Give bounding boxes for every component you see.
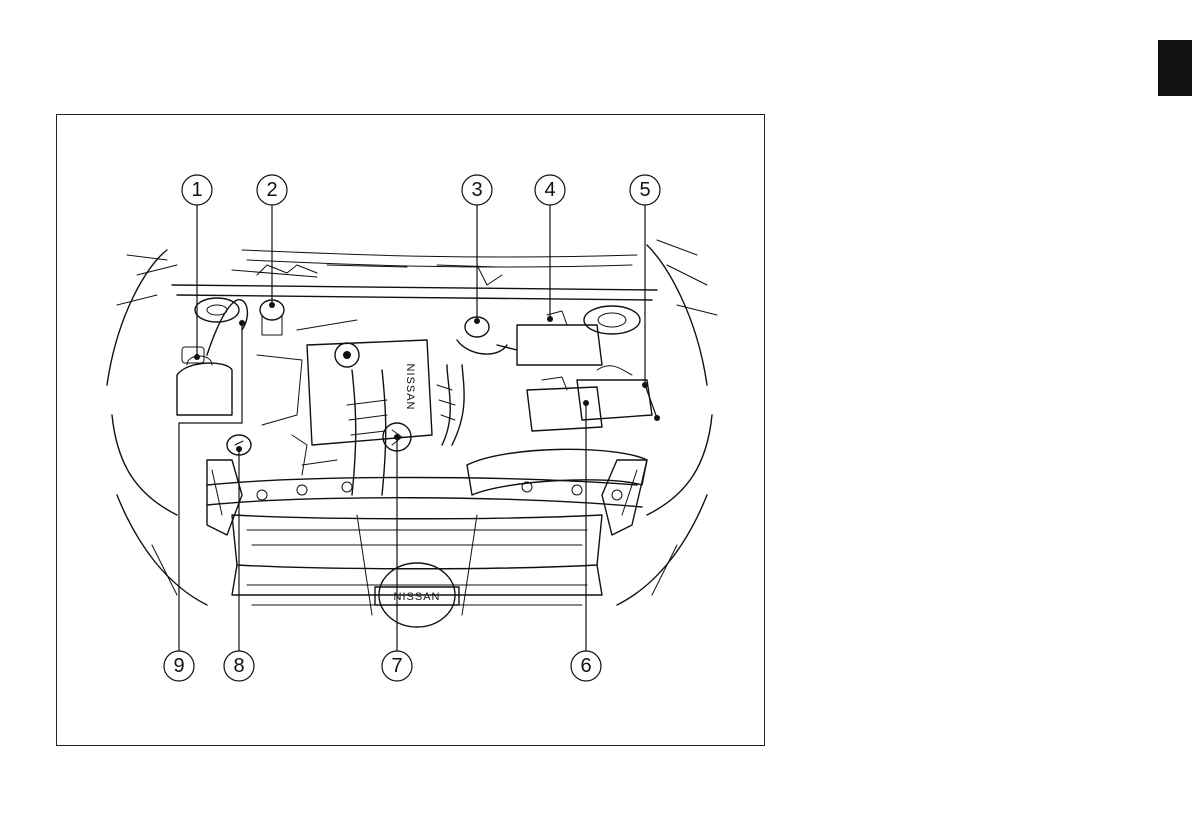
callout-number: 2 (266, 179, 277, 201)
callout-8: 8 (224, 651, 254, 681)
callout-number: 9 (173, 655, 184, 677)
callout-5: 5 (630, 175, 660, 205)
callout-2: 2 (257, 175, 287, 205)
callout-number: 4 (544, 179, 555, 201)
callout-number: 5 (639, 179, 650, 201)
engine-compartment-illustration: NISSAN (57, 115, 764, 745)
callout-7: 7 (382, 651, 412, 681)
callout-4: 4 (535, 175, 565, 205)
callout-number: 7 (391, 655, 402, 677)
section-tab-marker (1158, 40, 1192, 96)
callout-3: 3 (462, 175, 492, 205)
engine-cover-brand-label: NISSAN (404, 364, 416, 411)
callout-number: 6 (580, 655, 591, 677)
engine-bay-drawing: NISSAN (107, 240, 717, 627)
callout-9: 9 (164, 651, 194, 681)
engine-bay-figure-frame: NISSAN (56, 114, 765, 746)
callout-6: 6 (571, 651, 601, 681)
grille-badge-brand-label: NISSAN (394, 591, 441, 603)
callout-number: 3 (471, 179, 482, 201)
callout-number: 8 (233, 655, 244, 677)
callout-number: 1 (191, 179, 202, 201)
callout-1: 1 (182, 175, 212, 205)
